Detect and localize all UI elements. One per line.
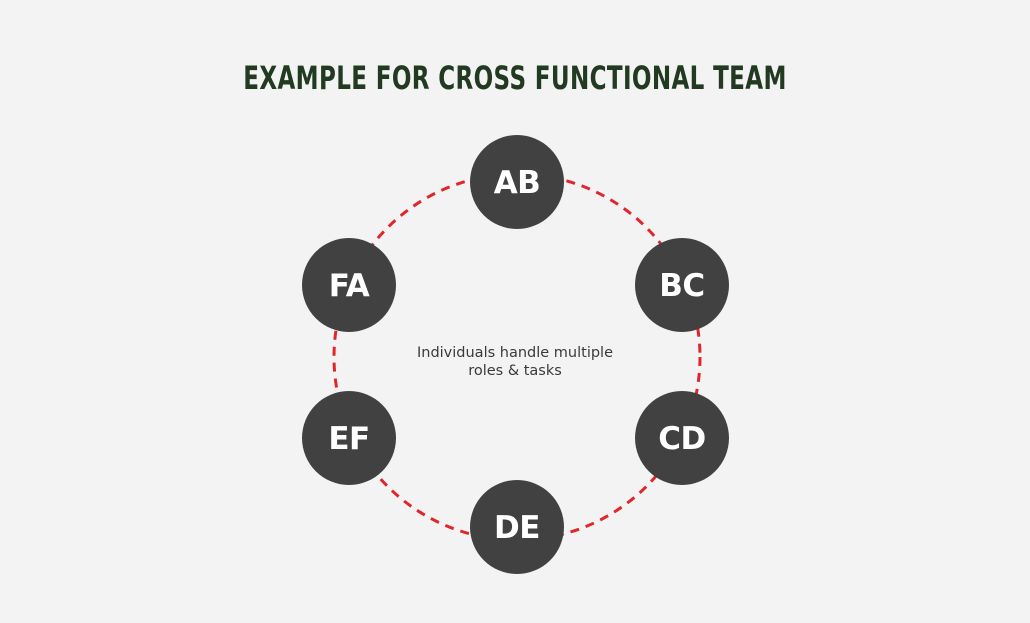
node-de-label: DE xyxy=(494,510,540,546)
center-text-line-2: roles & tasks xyxy=(468,363,562,379)
node-fa-label: FA xyxy=(329,268,370,304)
node-fa: FA xyxy=(302,238,396,332)
node-ef-label: EF xyxy=(328,421,369,457)
node-ab: AB xyxy=(470,135,564,229)
node-cd: CD xyxy=(635,391,729,485)
node-bc: BC xyxy=(635,238,729,332)
node-bc-label: BC xyxy=(659,268,704,304)
dashed-ring xyxy=(332,172,702,542)
diagram-title: EXAMPLE FOR CROSS FUNCTIONAL TEAM xyxy=(243,59,787,97)
center-text-line-1: Individuals handle multiple xyxy=(417,345,613,361)
node-de: DE xyxy=(470,480,564,574)
node-ab-label: AB xyxy=(494,165,541,201)
node-cd-label: CD xyxy=(658,421,705,457)
node-ef: EF xyxy=(302,391,396,485)
